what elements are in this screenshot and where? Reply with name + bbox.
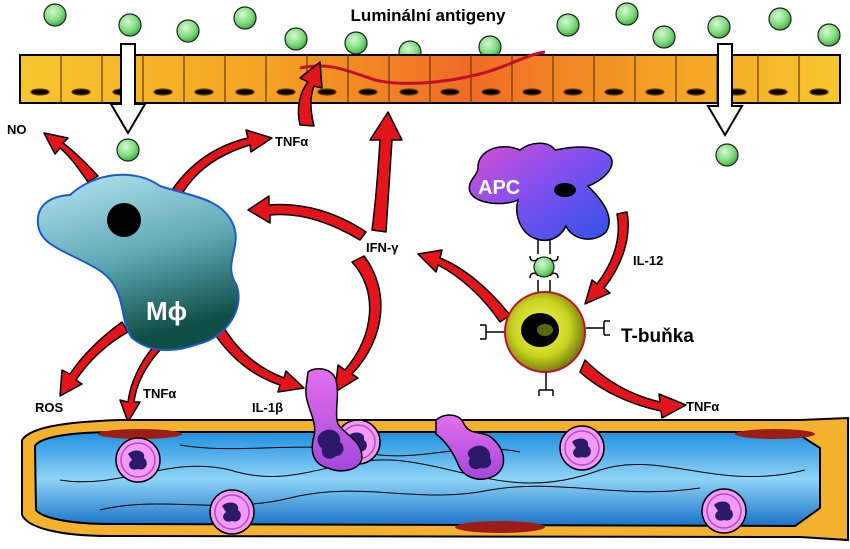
label-ros: ROS (35, 400, 64, 415)
epithelial-nucleus (768, 88, 788, 96)
apc-cell (468, 142, 613, 242)
macrophage-cell (36, 173, 240, 352)
label-macrophage: Mϕ (146, 296, 187, 326)
label-tnf-top: TNFα (275, 134, 308, 149)
leukocyte (209, 489, 255, 535)
label-il12: IL-12 (633, 253, 663, 268)
epithelial-nucleus (317, 88, 337, 96)
epithelial-nucleus (809, 88, 829, 96)
epithelial-nucleus (235, 88, 255, 96)
antigen-entry-arrow-left (109, 43, 147, 135)
label-tnf-t-cell: TNFα (686, 399, 719, 414)
epithelial-nucleus (276, 88, 296, 96)
label-apc: APC (478, 177, 520, 199)
migrating-leukocyte-2 (435, 414, 505, 480)
epithelial-nucleus (645, 88, 665, 96)
label-ifn-gamma: IFN-γ (366, 240, 399, 255)
epithelial-nucleus (194, 88, 214, 96)
epithelial-nucleus (71, 88, 91, 96)
title-luminal-antigens: Luminální antigeny (351, 6, 506, 25)
epithelial-nucleus (358, 88, 378, 96)
t-cell (480, 291, 610, 396)
leukocyte (115, 437, 161, 483)
epithelial-nucleus (686, 88, 706, 96)
label-no: NO (7, 122, 27, 137)
presented-antigen (533, 256, 555, 278)
epithelial-nucleus (153, 88, 173, 96)
epithelial-nucleus (30, 88, 50, 96)
label-il1-beta: IL-1β (252, 400, 283, 415)
epithelial-nucleus (604, 88, 624, 96)
leukocyte (559, 425, 605, 471)
label-tnf-macrophage: TNFα (143, 386, 176, 401)
epithelial-nucleus (563, 88, 583, 96)
epithelial-nucleus (440, 88, 460, 96)
antigen-entry-arrow-right (706, 43, 744, 137)
epithelial-nucleus (399, 88, 419, 96)
migrating-leukocyte-1 (305, 367, 363, 472)
text-labels: Luminální antigeny NO TNFα IFN-γ APC IL-… (7, 6, 719, 415)
luminal-antigens (43, 2, 841, 167)
label-t-cell: T-buňka (621, 326, 694, 347)
epithelial-nucleus (522, 88, 542, 96)
leukocyte (701, 488, 747, 534)
epithelial-nucleus (481, 88, 501, 96)
